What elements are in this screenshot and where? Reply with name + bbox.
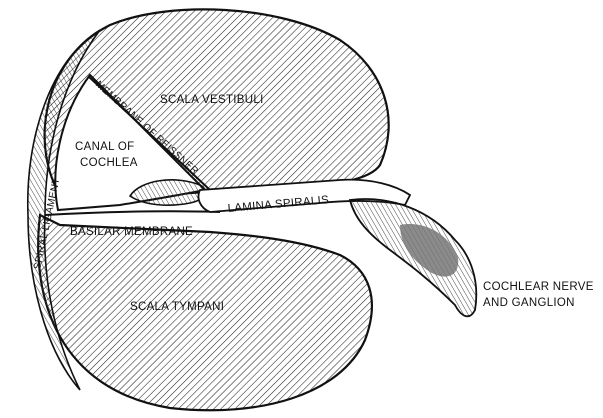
label-canal-of-cochlea-1: CANAL OF: [75, 141, 134, 153]
basilar-membrane-line: [45, 211, 220, 215]
label-scala-tympani: SCALA TYMPANI: [130, 301, 224, 313]
label-cochlear-nerve-1: COCHLEAR NERVE: [483, 281, 594, 293]
label-canal-of-cochlea-2: COCHLEA: [80, 157, 138, 169]
ganglion-shading: [400, 224, 458, 277]
label-scala-vestibuli: SCALA VESTIBULI: [160, 94, 264, 106]
label-basilar-membrane: BASILAR MEMBRANE: [70, 226, 193, 238]
label-cochlear-nerve-2: AND GANGLION: [483, 297, 575, 309]
